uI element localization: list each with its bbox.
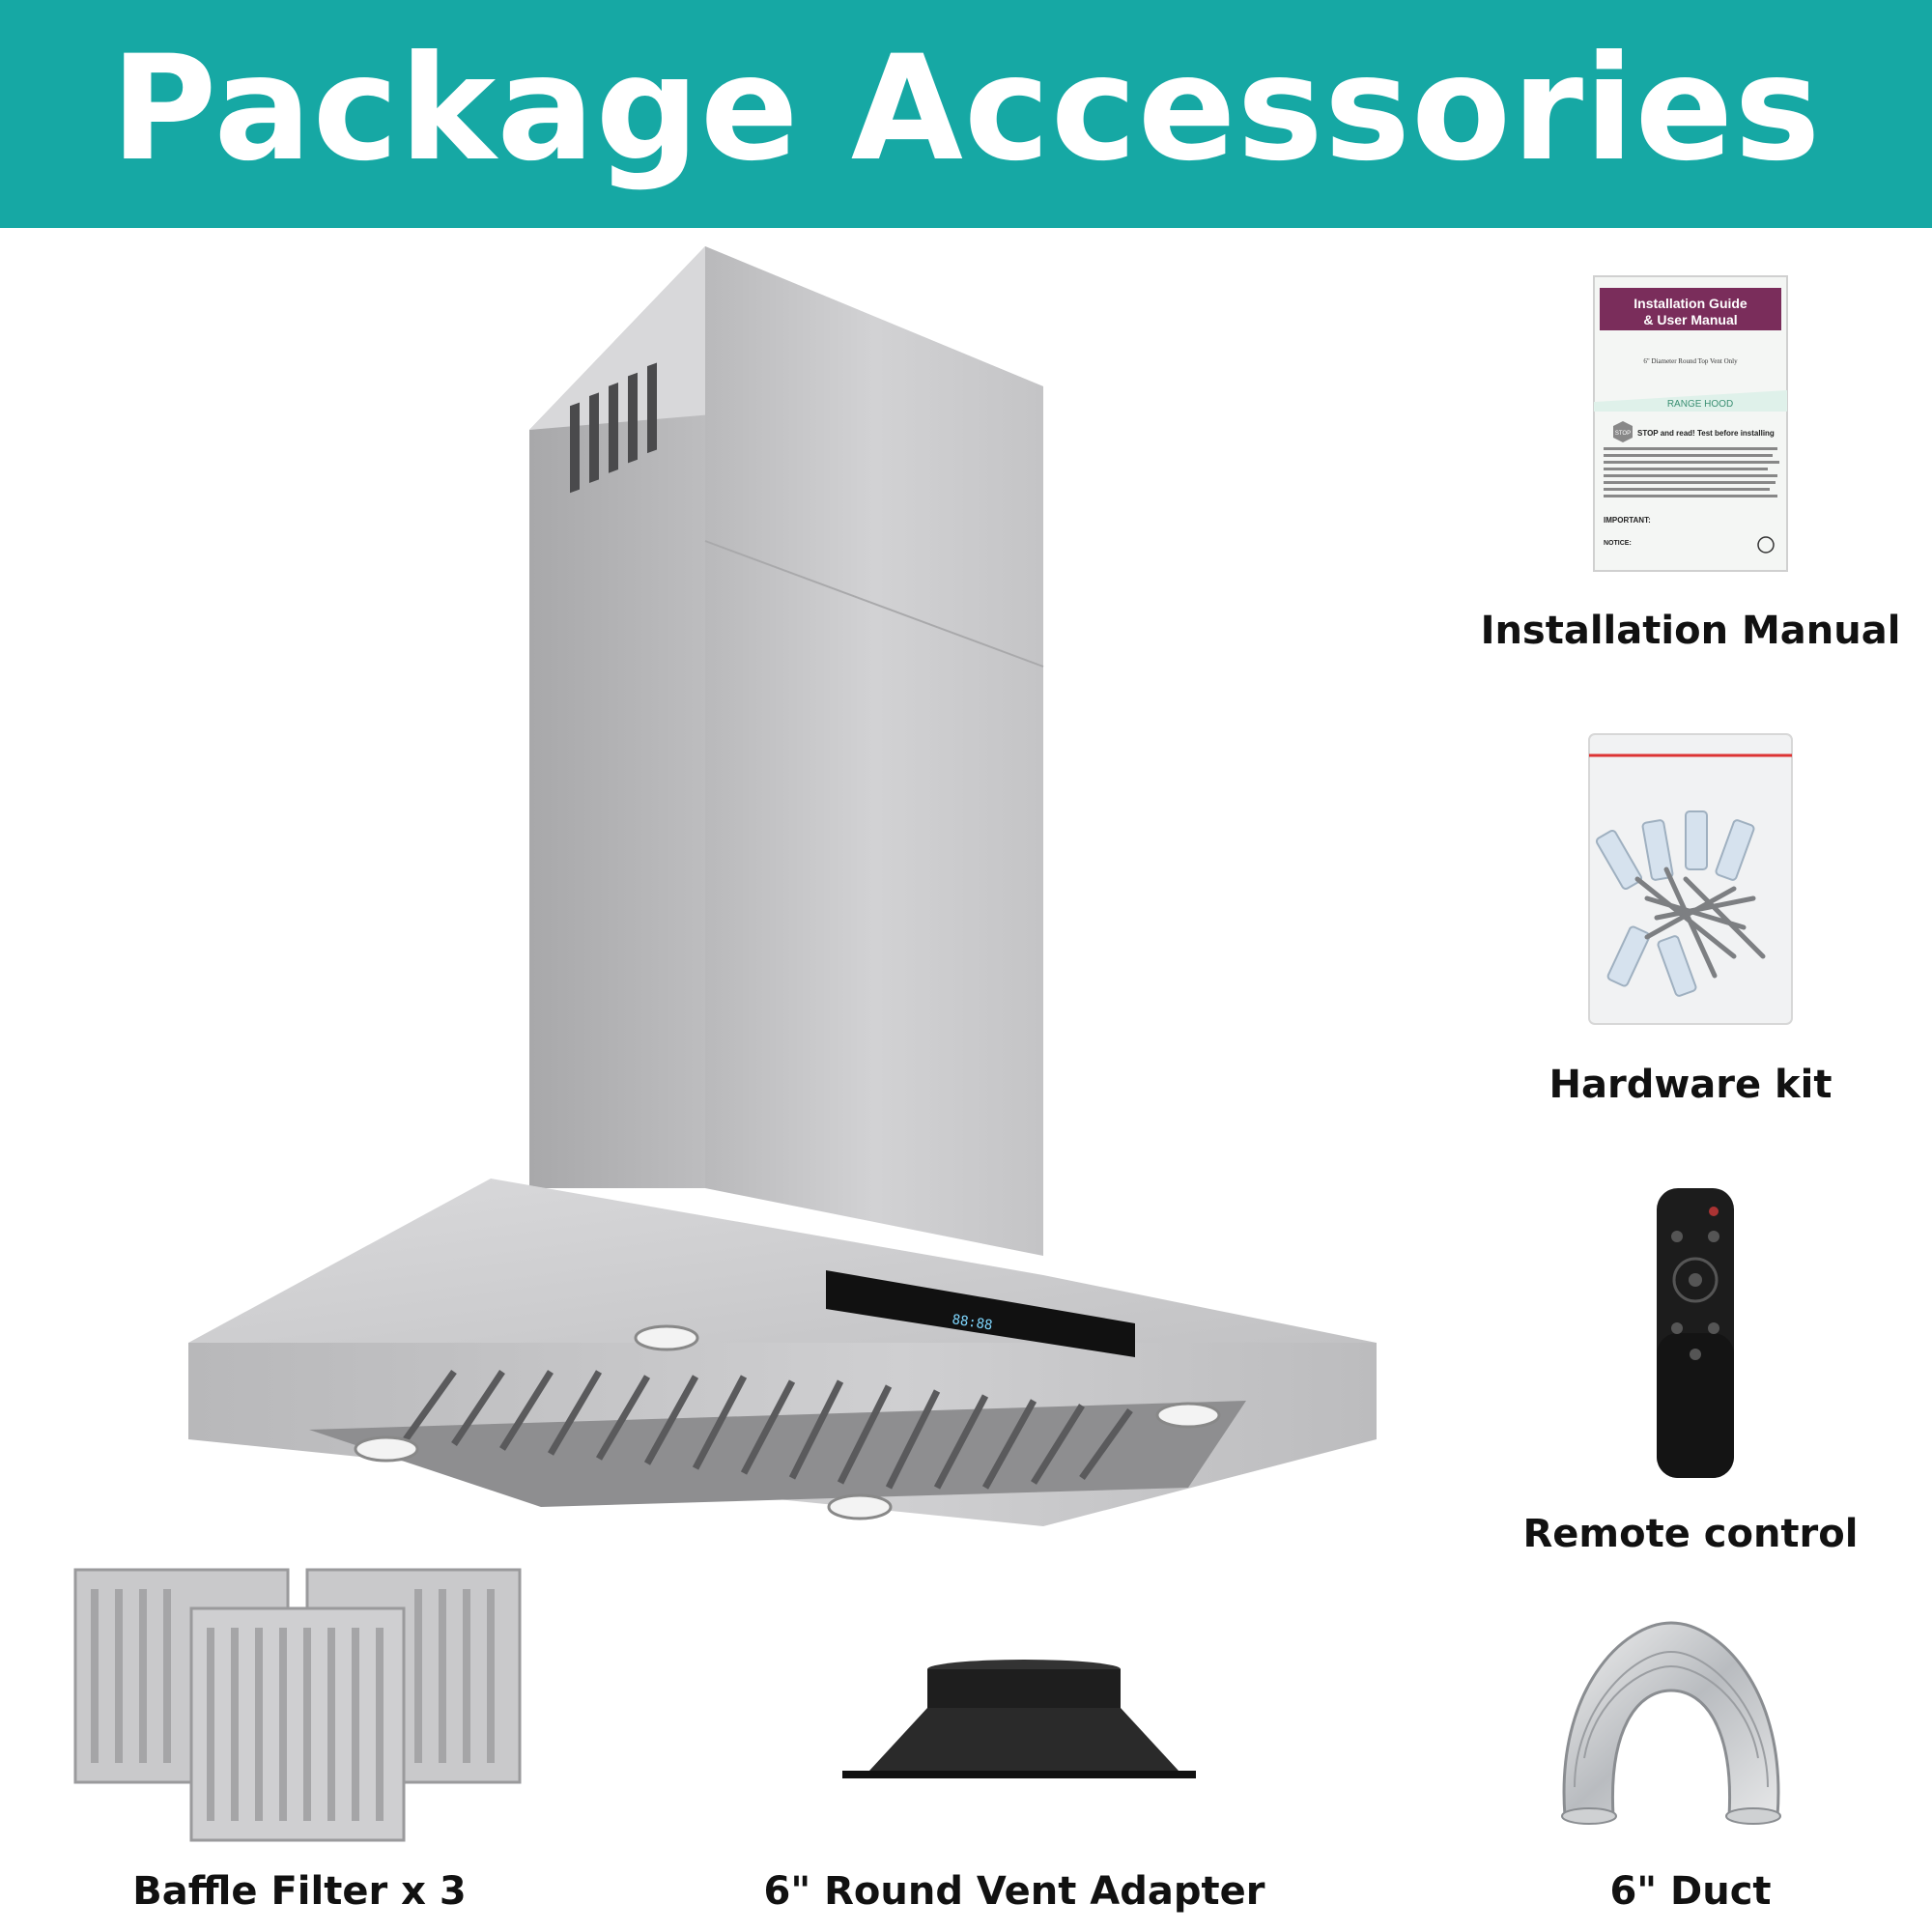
manual-notice: NOTICE: (1604, 540, 1632, 547)
header-banner: Package Accessories (0, 0, 1932, 228)
page-title: Package Accessories (110, 25, 1822, 193)
manual-title-line2: & User Manual (1643, 312, 1737, 327)
label-vent-adapter: 6" Round Vent Adapter (763, 1869, 1265, 1914)
manual-important: IMPORTANT: (1604, 516, 1651, 525)
display-readout: 88:88 (951, 1312, 993, 1333)
manual-subtitle: 6" Diameter Round Top Vent Only (1643, 357, 1738, 365)
flexible-duct-icon (1561, 1621, 1781, 1825)
label-installation-manual: Installation Manual (1480, 609, 1901, 653)
manual-category: RANGE HOOD (1667, 399, 1733, 410)
manual-title-line1: Installation Guide (1634, 296, 1747, 311)
manual-stop-heading: STOP and read! Test before installing (1637, 429, 1775, 438)
manual-booklet-icon: Installation Guide & User Manual 6" Diam… (1593, 275, 1788, 572)
hardware-bag-icon (1588, 733, 1793, 1025)
label-hardware-kit: Hardware kit (1548, 1063, 1833, 1107)
baffle-filter-icon (73, 1568, 522, 1842)
vent-adapter-icon (842, 1660, 1196, 1778)
range-hood-illustration: 88:88 (188, 246, 1377, 1526)
label-duct: 6" Duct (1609, 1869, 1772, 1914)
label-baffle-filter: Baffle Filter x 3 (132, 1869, 467, 1914)
manual-stop-sign: STOP (1615, 431, 1631, 437)
label-remote-control: Remote control (1522, 1512, 1859, 1556)
remote-control-icon (1657, 1188, 1734, 1478)
